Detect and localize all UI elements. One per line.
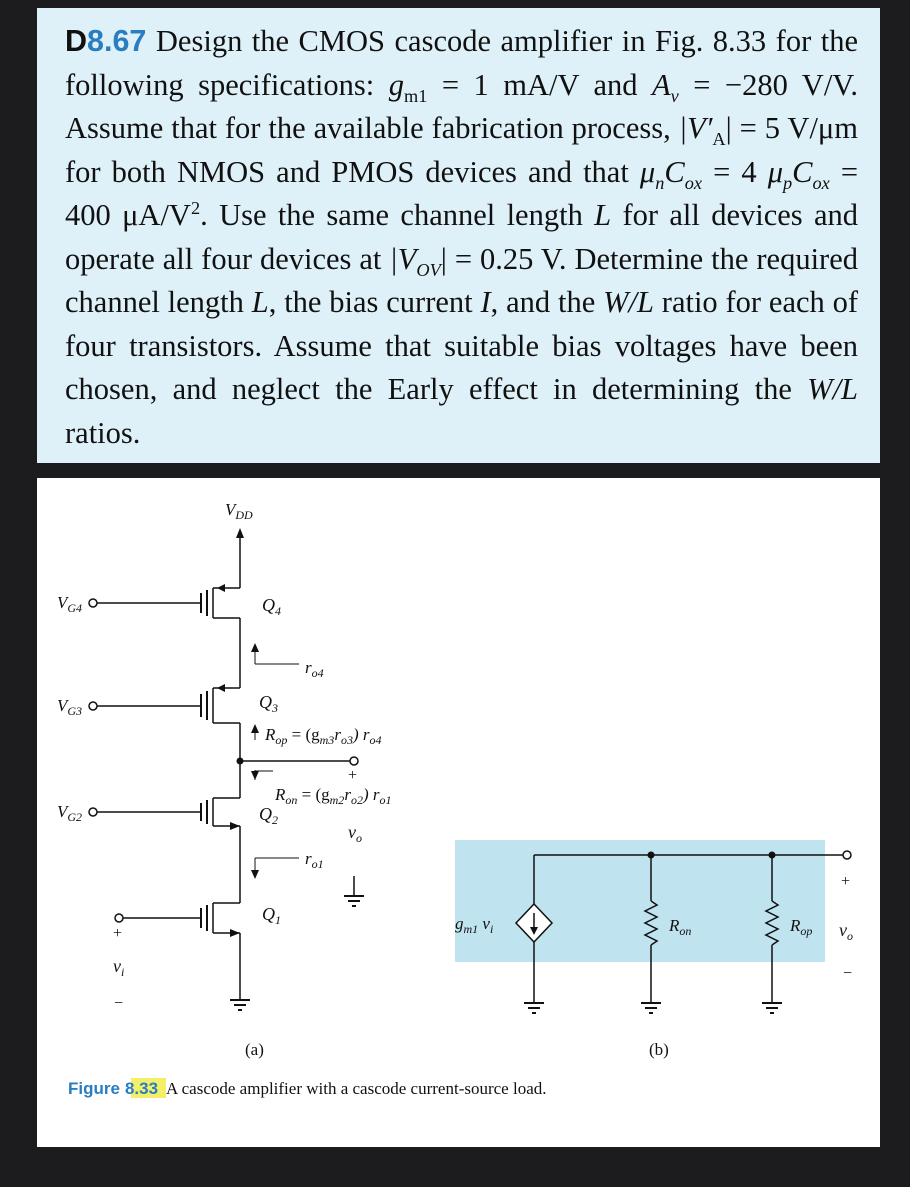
q3-label: Q3 (259, 692, 278, 715)
q3-source-arrow-icon (217, 684, 225, 692)
rop-label: Rop (789, 916, 812, 938)
vo-label-a: vo (348, 822, 362, 845)
vdd-arrow-icon (236, 528, 244, 538)
vo-terminal (349, 756, 359, 766)
q4-label: Q4 (262, 595, 281, 618)
ro1-label: ro1 (305, 849, 324, 871)
q2-source-arrow-icon (230, 822, 240, 830)
vo-plus-b: + (841, 873, 850, 890)
equivalent-circuit-panel (455, 840, 825, 962)
vo-terminal-b (842, 850, 852, 860)
ron-resistor-icon (643, 900, 659, 946)
vg2-label: VG2 (57, 802, 82, 824)
ron-equation: Ron = (gm2ro2) ro1 (274, 785, 391, 807)
vi-label: vi (113, 956, 124, 979)
vg4-label: VG4 (57, 593, 82, 615)
vg2-terminal (88, 807, 98, 817)
vi-minus: − (114, 995, 123, 1012)
q4-source-arrow-icon (217, 584, 225, 592)
current-direction-arrow-icon (530, 927, 538, 935)
vo-minus-b: − (843, 965, 852, 982)
problem-text-1: Design the CMOS cascode amplifier in Fig… (65, 24, 858, 102)
ron-arrow-icon (251, 771, 259, 780)
q1-source-arrow-icon (230, 929, 240, 937)
vg4-terminal (88, 598, 98, 608)
label-a: (a) (245, 1040, 264, 1059)
label-b: (b) (649, 1040, 669, 1059)
ron-label: Ron (668, 916, 691, 938)
vdd-label: VDD (225, 500, 253, 522)
vo-label-b: vo (839, 920, 853, 943)
gm-source-label: gm1 vi (455, 914, 493, 936)
rop-arrow-icon (251, 724, 259, 733)
rop-equation: Rop = (gm3ro3) ro4 (264, 725, 381, 747)
vo-plus-a: + (348, 767, 357, 784)
vg3-terminal (88, 701, 98, 711)
ro4-arrow-icon (251, 643, 259, 652)
rop-resistor-icon (764, 900, 780, 946)
vg3-label: VG3 (57, 696, 82, 718)
problem-statement: D8.67 Design the CMOS cascode amplifier … (37, 8, 880, 463)
q1-label: Q1 (262, 904, 281, 927)
ro1-arrow-icon (251, 870, 259, 879)
vi-terminal (114, 913, 124, 923)
cascode-circuit-diagram: VDD VG4 Q4 ro4 VG3 Q3 Rop = (gm3ro3) ro4… (57, 500, 853, 1098)
problem-number: D8.67 (65, 24, 147, 58)
figure-8-33: VDD VG4 Q4 ro4 VG3 Q3 Rop = (gm3ro3) ro4… (37, 478, 880, 1147)
caption-highlight (131, 1078, 166, 1098)
vi-plus: + (113, 925, 122, 942)
ro4-label: ro4 (305, 658, 324, 680)
q2-label: Q2 (259, 804, 278, 827)
